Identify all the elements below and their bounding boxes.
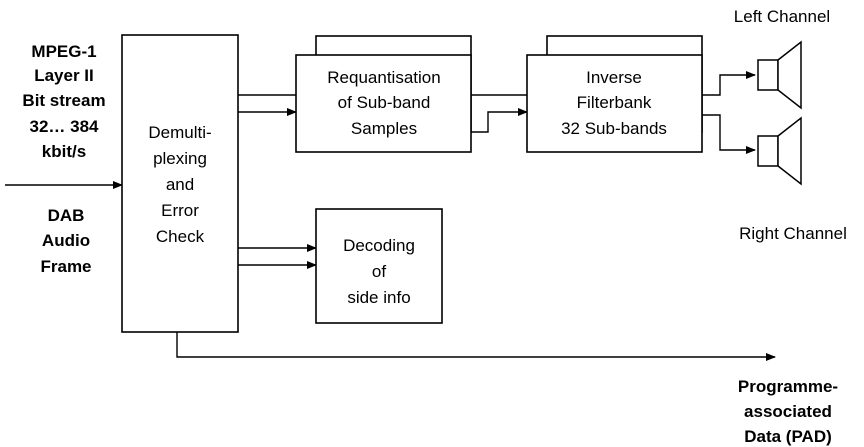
svg-text:side info: side info [347,288,410,307]
requant-block [295,54,472,153]
svg-text:of: of [372,262,386,281]
filterbank-to-left-arrow [702,71,756,96]
right-channel-label: Right Channel [739,224,847,243]
filterbank-label: Inverse Filterbank 32 Sub-bands [561,68,667,138]
svg-text:32… 384: 32… 384 [30,117,100,136]
svg-text:Inverse: Inverse [586,68,642,87]
svg-text:Error: Error [161,201,199,220]
filterbank-block [526,54,703,153]
demux-block [121,34,239,333]
svg-text:Decoding: Decoding [343,236,415,255]
svg-text:and: and [166,175,194,194]
right-speaker-icon [757,116,802,186]
filterbank-to-right-arrow [702,114,756,154]
svg-text:kbit/s: kbit/s [42,142,86,161]
svg-text:associated: associated [744,402,832,421]
svg-text:Check: Check [156,227,205,246]
svg-text:MPEG-1: MPEG-1 [31,42,96,61]
svg-text:of Sub-band: of Sub-band [338,93,431,112]
sideinfo-block [315,208,443,324]
svg-text:Programme-: Programme- [738,377,838,396]
svg-text:DAB: DAB [48,206,85,225]
svg-text:Requantisation: Requantisation [327,68,440,87]
pad-label: Programme- associated Data (PAD) [738,377,838,446]
dab-input-label: DAB Audio Frame [40,206,91,276]
svg-text:Audio: Audio [42,231,90,250]
mpeg-input-label: MPEG-1 Layer II Bit stream 32… 384 kbit/… [22,42,105,161]
svg-text:Data (PAD): Data (PAD) [744,427,832,446]
svg-text:Samples: Samples [351,119,417,138]
requant-label: Requantisation of Sub-band Samples [327,68,440,138]
svg-text:Demulti-: Demulti- [148,123,211,142]
demux-label: Demulti- plexing and Error Check [148,123,211,246]
svg-text:Layer II: Layer II [34,66,94,85]
left-speaker-icon [757,40,802,110]
svg-text:Filterbank: Filterbank [577,93,652,112]
svg-text:Bit stream: Bit stream [22,91,105,110]
svg-text:plexing: plexing [153,149,207,168]
svg-text:32 Sub-bands: 32 Sub-bands [561,119,667,138]
left-channel-label: Left Channel [734,7,830,26]
pad-output-arrow [176,332,776,361]
requant-to-filterbank-arrow [471,108,528,133]
sideinfo-label: Decoding of side info [343,236,415,307]
svg-text:Frame: Frame [40,257,91,276]
